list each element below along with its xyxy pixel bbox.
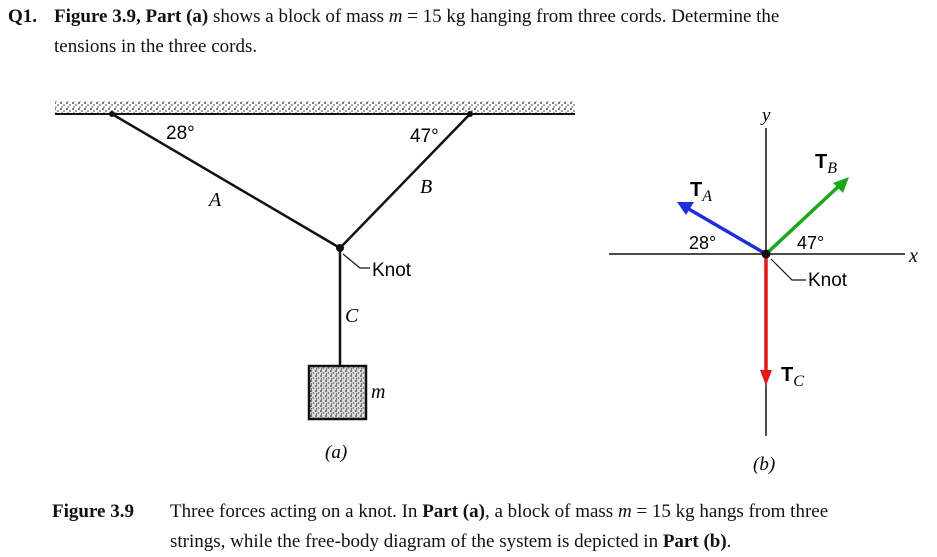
- tension-b-arrowhead: [833, 177, 849, 193]
- tension-b-symbol: T: [815, 151, 827, 173]
- question-number: Q1.: [8, 6, 38, 27]
- anchor-left: [109, 111, 115, 117]
- question-line-1: Q1. Figure 3.9, Part (a) shows a block of…: [8, 2, 933, 32]
- figure-reference: Figure 3.9, Part (a): [54, 6, 209, 27]
- mass-label: m: [371, 381, 385, 403]
- part-a-label: (a): [325, 442, 347, 463]
- caption-part-a: Part (a): [422, 501, 485, 522]
- caption-text-fragment: strings, while the free-body diagram of …: [170, 531, 663, 552]
- part-b-label: (b): [753, 454, 775, 475]
- caption-text-fragment: .: [726, 531, 732, 552]
- tension-a-arrowhead: [677, 202, 694, 215]
- knot-label-b: Knot: [808, 270, 848, 291]
- figure-b: y x 28° 47° TA TB TC Knot (b): [609, 105, 918, 475]
- caption-mass-symbol: m: [617, 501, 632, 522]
- tension-b-subscript: B: [827, 160, 837, 177]
- tension-c-arrowhead: [760, 370, 772, 386]
- tension-b-vector: [764, 183, 842, 256]
- tension-a-symbol: T: [690, 179, 702, 201]
- knot-leader-line: [342, 253, 370, 269]
- caption-line-1: Figure 3.9 Three forces acting on a knot.…: [52, 497, 937, 527]
- knot-point: [336, 244, 344, 252]
- angle-label-47-b: 47°: [797, 233, 824, 253]
- tension-c-label: TC: [781, 364, 804, 390]
- y-axis-label: y: [760, 105, 771, 126]
- cord-c-label: C: [345, 305, 359, 327]
- block-mass: [307, 364, 368, 421]
- mass-value: = 15 kg: [402, 6, 466, 27]
- figure-caption: Figure 3.9 Three forces acting on a knot.…: [52, 497, 937, 557]
- caption-label: Figure 3.9: [52, 501, 134, 522]
- question-text-fragment: hanging from three cords. Determine the: [465, 6, 780, 27]
- knot-point-b: [761, 249, 771, 259]
- question-line-2: tensions in the three cords.: [54, 36, 258, 57]
- angle-label-28-a: 28°: [166, 123, 195, 144]
- cord-b-label: B: [420, 176, 432, 198]
- caption-text-fragment: Three forces acting on a knot. In: [170, 501, 423, 522]
- ceiling: [55, 101, 575, 114]
- mass-symbol: m: [388, 6, 403, 27]
- cord-a: [111, 112, 341, 250]
- angle-label-47-a: 47°: [410, 126, 439, 147]
- tension-a-label: TA: [690, 179, 712, 205]
- caption-mass-value: = 15 kg: [631, 501, 695, 522]
- caption-text-fragment: , a block of mass: [484, 501, 618, 522]
- cord-b: [339, 113, 471, 249]
- question-text-fragment: shows a block of mass: [208, 6, 389, 27]
- figure-a: Knot 28° 47° A B C m (a): [55, 101, 575, 463]
- caption-part-b: Part (b): [662, 531, 727, 552]
- tension-c-symbol: T: [781, 364, 793, 386]
- tension-b-label: TB: [815, 151, 837, 177]
- knot-label-a: Knot: [372, 260, 412, 281]
- tension-a-vector: [686, 206, 767, 256]
- angle-label-28-b: 28°: [689, 233, 716, 253]
- caption-line-2: strings, while the free-body diagram of …: [52, 527, 937, 557]
- tension-a-subscript: A: [701, 188, 712, 205]
- caption-text-fragment: hangs from three: [694, 501, 829, 522]
- anchor-right: [467, 111, 473, 117]
- tension-c-subscript: C: [793, 373, 804, 390]
- knot-leader-line-b: [770, 258, 806, 281]
- cord-a-label: A: [207, 189, 222, 211]
- question-text: Q1. Figure 3.9, Part (a) shows a block of…: [8, 2, 933, 62]
- x-axis-label: x: [908, 245, 918, 267]
